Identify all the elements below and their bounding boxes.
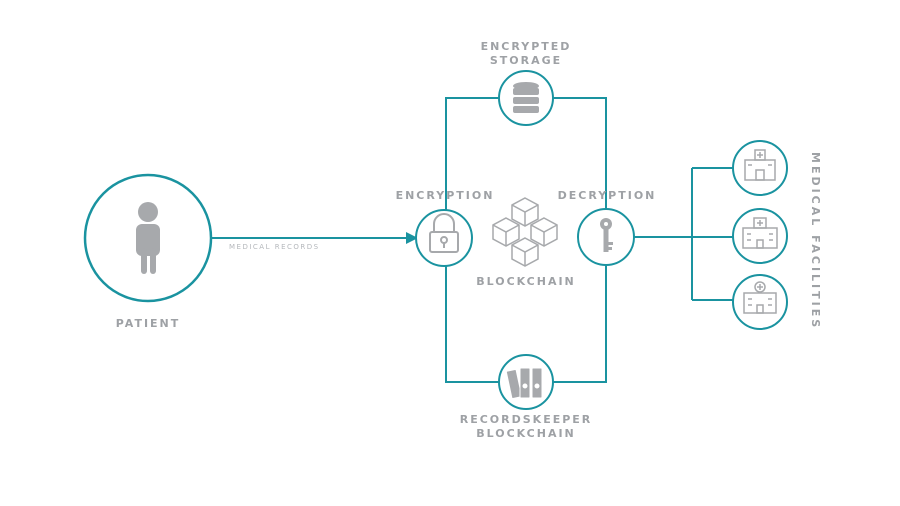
top-loop-line-right bbox=[552, 97, 607, 210]
bottom-loop-line bbox=[445, 266, 500, 383]
patient-label: PATIENT bbox=[115, 317, 181, 330]
hospital-building-icon bbox=[742, 217, 778, 249]
arrow-head bbox=[406, 232, 418, 244]
encrypted-storage-label-line1: ENCRYPTED bbox=[480, 40, 572, 53]
lock-icon bbox=[429, 213, 459, 253]
top-loop-line bbox=[445, 97, 500, 212]
key-icon bbox=[600, 218, 613, 252]
database-icon bbox=[513, 82, 539, 113]
encrypted-storage-label: ENCRYPTED STORAGE bbox=[476, 40, 576, 68]
facility-circle-3 bbox=[732, 274, 788, 330]
decryption-label: DECRYPTION bbox=[557, 189, 657, 202]
connector-lines bbox=[212, 97, 733, 383]
facility-circle-2 bbox=[732, 208, 788, 264]
encrypted-storage-label-line2: STORAGE bbox=[489, 54, 563, 67]
clinic-icon bbox=[743, 281, 777, 314]
recordskeeper-label-line1: RECORDSKEEPER bbox=[459, 413, 593, 426]
recordskeeper-label-line2: BLOCKCHAIN bbox=[476, 427, 576, 440]
medical-facilities-label: MEDICAL FACILITIES bbox=[809, 152, 822, 331]
facility-circle-1 bbox=[732, 140, 788, 196]
recordskeeper-label: RECORDSKEEPER BLOCKCHAIN bbox=[456, 413, 596, 441]
person-icon bbox=[136, 202, 160, 274]
blockchain-cubes-icon bbox=[492, 197, 558, 267]
bottom-loop-line-right bbox=[552, 266, 607, 383]
encryption-label: ENCRYPTION bbox=[395, 189, 495, 202]
medical-records-label: MEDICAL RECORDS bbox=[229, 243, 320, 251]
binders-icon bbox=[505, 367, 543, 400]
hospital-icon bbox=[744, 149, 776, 181]
blockchain-label: BLOCKCHAIN bbox=[476, 275, 576, 288]
